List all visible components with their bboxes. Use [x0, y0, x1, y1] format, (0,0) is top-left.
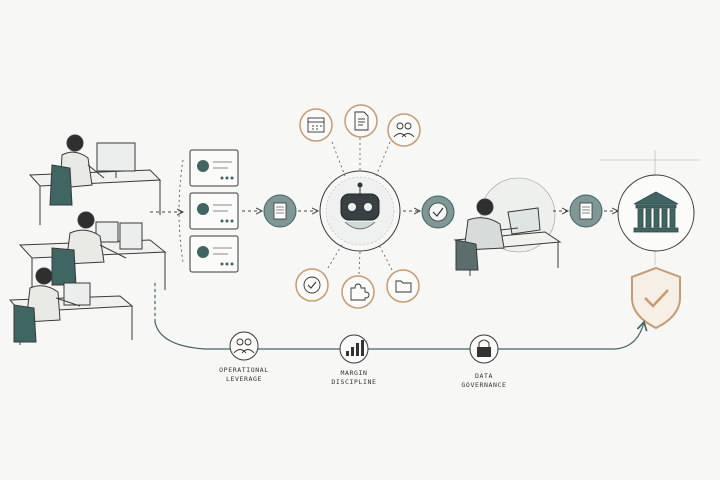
checkmark-icon [428, 202, 448, 222]
metric-label-line: OPERATIONAL [219, 366, 269, 374]
ai-hub [319, 170, 401, 252]
document-icon [354, 111, 369, 131]
lock-icon [477, 339, 491, 357]
metric-node-margin [339, 334, 369, 364]
folder-icon [395, 280, 412, 293]
worker-top [28, 134, 162, 225]
checkmark-icon [303, 276, 321, 294]
shield-check-icon [631, 266, 681, 330]
satellite-folder [377, 242, 420, 303]
metric-label-operational: OPERATIONAL LEVERAGE [189, 366, 299, 384]
institution-node [600, 150, 700, 265]
metric-label-line: DATA [474, 372, 494, 380]
calendar-icon [307, 117, 325, 133]
satellite-puzzle [341, 251, 375, 309]
metric-node-governance [469, 334, 499, 364]
metric-label-line: DISCIPLINE [331, 378, 377, 386]
profile-card-1 [189, 149, 239, 187]
value-flow-path [154, 280, 644, 350]
metric-label-line: MARGIN [340, 369, 368, 377]
metric-label-line: LEVERAGE [225, 375, 263, 383]
people-icon [393, 122, 415, 138]
document-node-1 [263, 194, 297, 228]
document-node-2 [569, 194, 603, 228]
profile-card-3 [189, 235, 239, 273]
bank-icon [633, 191, 679, 233]
people-icon [233, 338, 255, 354]
puzzle-icon [350, 283, 370, 301]
document-icon [273, 202, 287, 220]
document-icon [579, 202, 593, 220]
satellite-document [344, 104, 378, 170]
profile-card-2 [189, 192, 239, 230]
satellite-calendar [299, 108, 346, 177]
satellite-check [295, 242, 344, 302]
satellite-people [375, 113, 421, 177]
worker-bottom [8, 267, 134, 345]
metric-node-operational [229, 331, 259, 361]
worker-middle [18, 211, 167, 300]
bracket-profiles [178, 159, 184, 263]
bar-chart-icon [346, 340, 364, 356]
metric-label-line: GOVERNANCE [461, 381, 507, 389]
worker-laptop [453, 177, 562, 276]
metric-label-governance: DATA GOVERNANCE [429, 372, 539, 390]
robot-icon [340, 182, 380, 230]
check-node [421, 195, 455, 229]
metric-label-margin: MARGIN DISCIPLINE [299, 369, 409, 387]
